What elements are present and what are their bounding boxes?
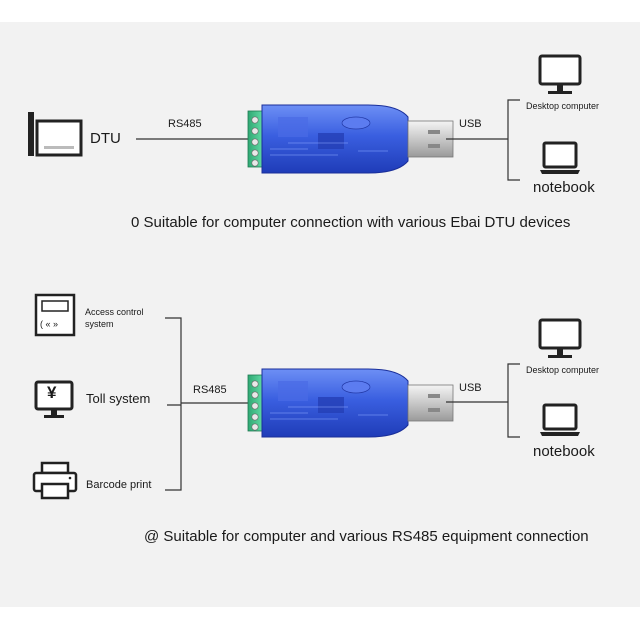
access-screen-text: ( « » [40, 319, 59, 329]
usb-rs485-module-1 [247, 104, 454, 174]
notebook-laptop-icon-1 [538, 141, 582, 176]
barcode-print-label: Barcode print [86, 479, 152, 491]
usb-rs485-module-2 [247, 368, 454, 438]
toll-monitor-icon [34, 380, 74, 418]
desktop-monitor-icon-1 [538, 54, 582, 96]
usb-label-2: USB [459, 382, 482, 394]
access-control-label: Access control system [85, 307, 144, 329]
access-control-icon [34, 293, 76, 337]
notebook-label-2: notebook [533, 443, 595, 460]
yen-glyph: ¥ [47, 383, 57, 402]
printer-icon [32, 461, 78, 500]
rs485-bracket [165, 317, 182, 491]
rs485-label-2: RS485 [193, 384, 227, 396]
usb-branch-1 [507, 99, 520, 181]
usb-label-1: USB [459, 118, 482, 130]
toll-system-label: Toll system [86, 391, 151, 406]
dtu-label: DTU [90, 130, 121, 147]
usb-branch-2 [507, 363, 520, 438]
caption-2: @ Suitable for computer and various RS48… [144, 528, 589, 545]
dtu-device-icon [28, 112, 83, 157]
desktop-computer-label-1: Desktop computer [526, 101, 600, 111]
desktop-computer-label-2: Desktop computer [526, 365, 600, 375]
notebook-label-1: notebook [533, 179, 595, 196]
rs485-label-1: RS485 [168, 118, 202, 130]
caption-1: 0 Suitable for computer connection with … [131, 214, 571, 231]
desktop-monitor-icon-2 [538, 318, 582, 360]
notebook-laptop-icon-2 [538, 403, 582, 438]
